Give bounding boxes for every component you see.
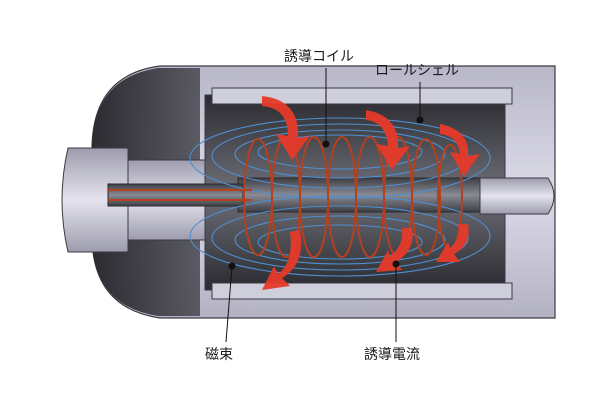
magnetic-flux-label: 磁束 xyxy=(205,347,233,363)
right-shaft xyxy=(479,177,555,215)
arrow-bottom-2 xyxy=(376,228,413,272)
left-shaft-flange xyxy=(61,147,129,253)
induction-coil-windings xyxy=(108,136,463,258)
induction-coil-label: 誘導コイル xyxy=(284,49,354,65)
arrow-bottom-1 xyxy=(262,230,302,290)
leader-lines xyxy=(225,68,424,343)
roll-shell-label: ロールシェル xyxy=(375,63,459,79)
induced-current-label: 誘導電流 xyxy=(364,347,420,363)
induced-current-arrows xyxy=(262,96,480,290)
shell-inner-wall-top xyxy=(211,87,513,105)
arrow-bottom-3 xyxy=(436,224,469,262)
arrow-top-2 xyxy=(366,110,410,170)
shell-inner-wall-bottom xyxy=(211,282,513,300)
arrow-top-1 xyxy=(262,96,310,160)
core-rod xyxy=(107,183,244,207)
arrow-top-3 xyxy=(440,124,480,176)
